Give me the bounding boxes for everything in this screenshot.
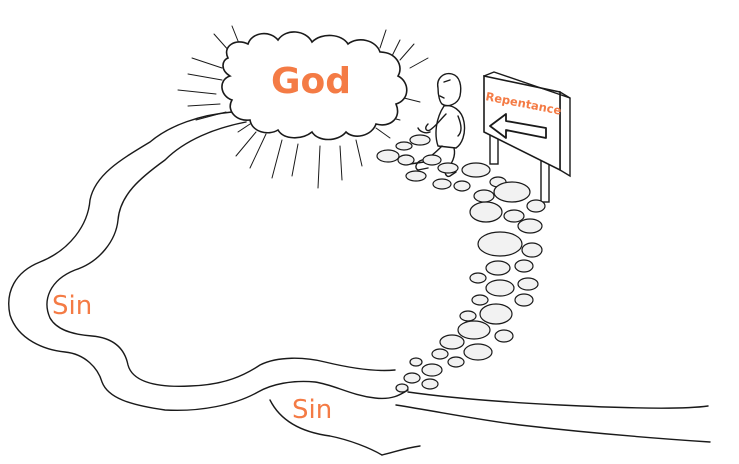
cloud-icon [221, 31, 408, 141]
cloud-rays [177, 25, 429, 189]
stone [471, 294, 489, 306]
stone [526, 199, 546, 213]
stone [469, 201, 503, 223]
stone [395, 383, 409, 393]
stone [477, 231, 523, 257]
stone [493, 181, 531, 203]
stone [517, 277, 539, 291]
stone [447, 356, 465, 368]
stone [432, 178, 452, 190]
stone [376, 149, 400, 163]
stone [405, 170, 427, 182]
stone [485, 260, 511, 276]
stone [479, 303, 513, 325]
stone [459, 310, 477, 322]
stone [473, 189, 495, 203]
stone [517, 218, 543, 234]
arrow-left-icon [489, 113, 547, 139]
stone [439, 334, 465, 350]
sin-river [8, 111, 711, 456]
stone [421, 363, 443, 377]
stone [453, 180, 471, 192]
stone [397, 154, 415, 166]
repentance-signpost: Repentance [483, 71, 571, 203]
stone [494, 329, 514, 343]
stone [485, 279, 515, 297]
stone [503, 209, 525, 223]
stone [421, 378, 439, 390]
stone [457, 320, 491, 340]
stone [521, 242, 543, 258]
stepping-stones [376, 134, 546, 393]
sin-label-left: Sin [52, 291, 92, 321]
stone [514, 293, 534, 307]
stone [514, 259, 534, 273]
god-label: God [271, 61, 351, 102]
stone [469, 272, 487, 284]
walking-person-icon [409, 72, 466, 178]
sin-label-bottom: Sin [292, 395, 332, 425]
stone [437, 162, 459, 174]
stone [422, 154, 442, 166]
stone [463, 343, 493, 361]
god-cloud: God [177, 25, 429, 189]
stone [431, 348, 449, 360]
stone [461, 162, 491, 178]
stone [403, 372, 421, 384]
stone [409, 134, 431, 146]
stone [395, 141, 413, 151]
stone [409, 357, 423, 367]
